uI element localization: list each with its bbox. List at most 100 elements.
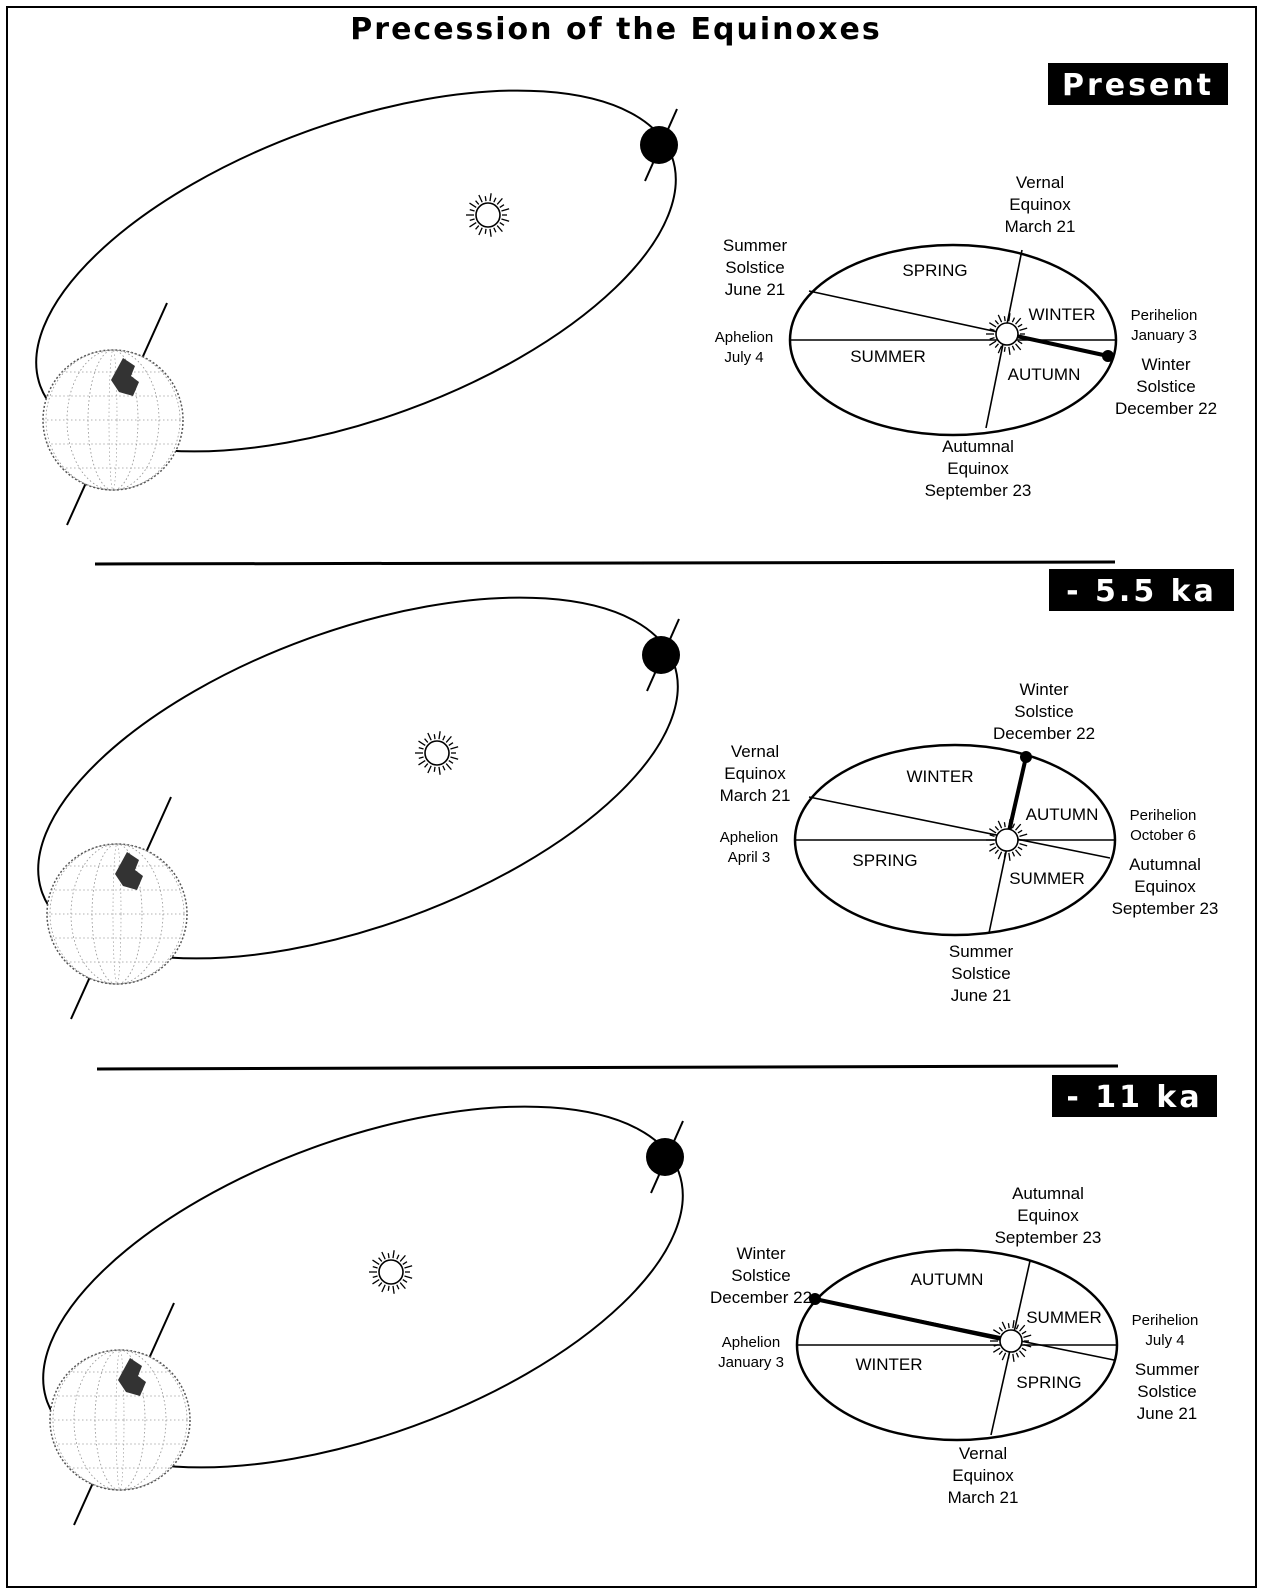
season-label: SPRING (902, 261, 967, 280)
sun-ray (450, 757, 458, 759)
sun-ray (1004, 347, 1005, 352)
sun-ray (404, 1276, 412, 1278)
sun-ray (439, 731, 440, 739)
sun-ray (1004, 822, 1005, 827)
sun-ray (501, 209, 509, 211)
sun-ray (397, 1285, 399, 1290)
panel-2: - 5.5 kaWINTERAUTUMNSPRINGSUMMERWinterSo… (0, 524, 1234, 1032)
bottom-label: Autumnal (942, 437, 1014, 456)
sun-ray (501, 219, 509, 221)
sun-ray (469, 203, 476, 207)
season-label: WINTER (855, 1355, 922, 1374)
aphelion-label: January 3 (718, 1354, 784, 1371)
earth-far-icon (642, 636, 680, 674)
sun-ray (446, 736, 451, 742)
sun-ray (393, 1250, 394, 1258)
sun-ray (443, 766, 445, 771)
sun-ray (479, 228, 482, 235)
lower-right-label: Solstice (1136, 377, 1196, 396)
sun-ray (393, 1286, 394, 1294)
sun-disk (425, 741, 449, 765)
lower-right-label: June 21 (1137, 1404, 1198, 1423)
perihelion-label: January 3 (1131, 327, 1197, 344)
sun-ray (434, 734, 435, 739)
earth-position-dot (1020, 751, 1032, 763)
sun-ray (1004, 853, 1005, 858)
sun-ray (372, 1260, 379, 1264)
season-label: WINTER (906, 767, 973, 786)
upper-left-label: Vernal (731, 742, 779, 761)
divider-line (97, 1066, 1118, 1069)
panel-1: PresentSPRINGWINTERSUMMERAUTUMNVernalEqu… (0, 17, 1228, 525)
earth-far-icon (646, 1138, 684, 1176)
top-label: December 22 (993, 724, 1095, 743)
sun-ray (419, 748, 424, 749)
sun-ray (434, 767, 435, 772)
seasons-diagram: AUTUMNSUMMERWINTERSPRINGAutumnalEquinoxS… (710, 1184, 1199, 1507)
sun-ray (476, 201, 479, 205)
aphelion-label: Aphelion (720, 829, 778, 846)
bottom-label: June 21 (951, 986, 1012, 1005)
time-badge-label: Present (1062, 68, 1214, 103)
sun-ray (379, 1283, 382, 1287)
bottom-label: Equinox (947, 459, 1009, 478)
sun-ray (425, 739, 428, 743)
sun-disk (476, 203, 500, 227)
lower-right-label: Equinox (1134, 877, 1196, 896)
season-label: AUTUMN (1008, 365, 1081, 384)
sun-ray (446, 764, 451, 770)
sun-ray (490, 193, 491, 201)
sun-ray (418, 741, 425, 745)
lower-right-label: Autumnal (1129, 855, 1201, 874)
lower-right-label: Winter (1141, 355, 1190, 374)
sun-ray (485, 196, 486, 201)
sun-ray (497, 198, 502, 204)
aphelion-label: Aphelion (722, 1334, 780, 1351)
upper-left-label: Solstice (725, 258, 785, 277)
top-label: Autumnal (1012, 1184, 1084, 1203)
sun-disk (996, 323, 1018, 345)
sun-disk (1000, 1330, 1022, 1352)
aphelion-label: July 4 (724, 349, 763, 366)
sun-icon (415, 731, 458, 775)
sun-ray (419, 757, 424, 758)
perihelion-label: October 6 (1130, 827, 1196, 844)
globe-icon (50, 1303, 190, 1525)
earth-position-dot (1102, 350, 1114, 362)
sun-ray (1008, 1323, 1009, 1328)
divider-line (95, 562, 1115, 564)
globe-icon (43, 303, 183, 525)
season-label: SPRING (1016, 1373, 1081, 1392)
sun-ray (400, 1283, 405, 1289)
season-label: SPRING (852, 851, 917, 870)
sun-ray (425, 764, 428, 768)
seasons-diagram: SPRINGWINTERSUMMERAUTUMNVernalEquinoxMar… (715, 173, 1217, 500)
sun-disk (996, 829, 1018, 851)
sun-ray (494, 228, 496, 233)
upper-left-label: Winter (736, 1244, 785, 1263)
sun-ray (449, 761, 453, 764)
lower-right-label: December 22 (1115, 399, 1217, 418)
sun-ray (397, 1255, 399, 1260)
sun-ray (428, 733, 431, 740)
upper-left-label: Solstice (731, 1266, 791, 1285)
perihelion-label: July 4 (1145, 1332, 1184, 1349)
sun-ray (404, 1266, 412, 1268)
globe-icon (47, 797, 187, 1019)
lower-right-label: Summer (1135, 1360, 1200, 1379)
season-label: AUTUMN (1026, 805, 1099, 824)
sun-ray (494, 198, 496, 203)
sun-ray (403, 1262, 407, 1265)
sun-ray (373, 1267, 378, 1268)
bottom-label: September 23 (925, 481, 1032, 500)
season-label: AUTUMN (911, 1270, 984, 1289)
aphelion-label: April 3 (728, 849, 771, 866)
lower-right-label: Solstice (1137, 1382, 1197, 1401)
upper-left-label: December 22 (710, 1288, 812, 1307)
top-label: Vernal (1016, 173, 1064, 192)
sun-icon (369, 1250, 412, 1294)
perihelion-label: Perihelion (1130, 807, 1197, 824)
top-label: Equinox (1009, 195, 1071, 214)
upper-left-label: March 21 (720, 786, 791, 805)
